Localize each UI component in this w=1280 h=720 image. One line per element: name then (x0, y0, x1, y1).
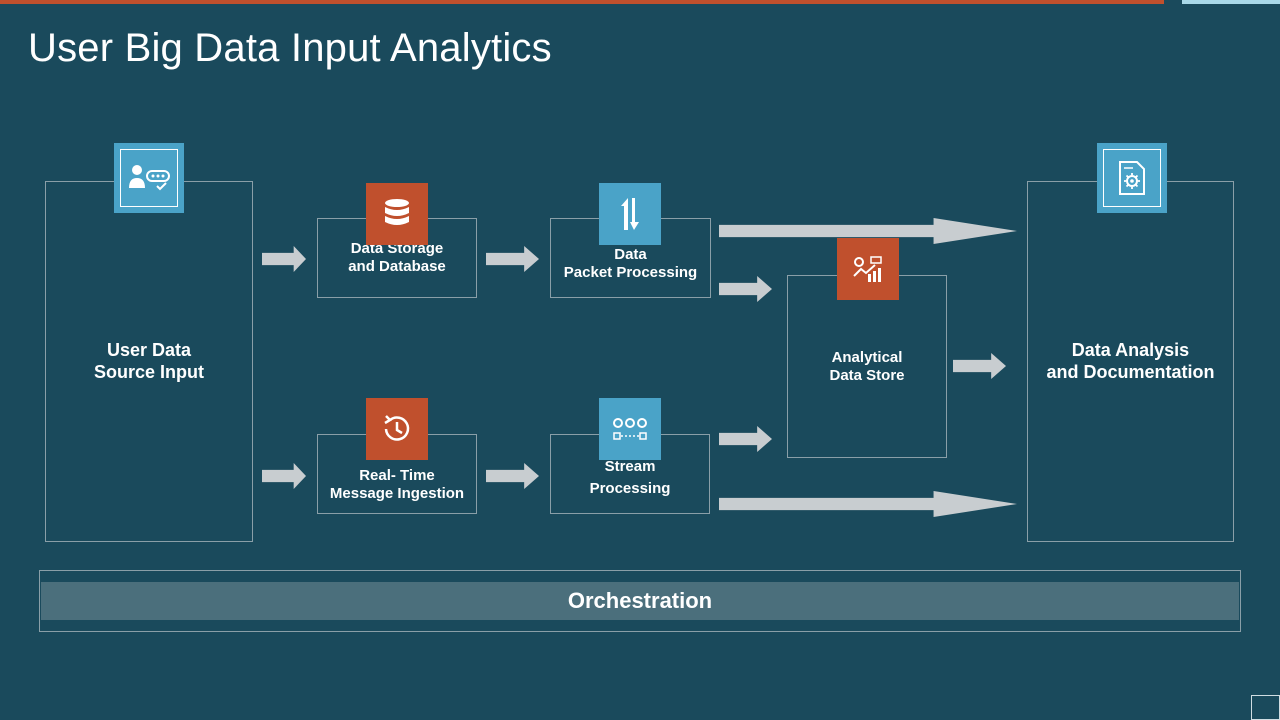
arrow-store-to-analysis (953, 353, 1006, 379)
node-label: Stream Processing (589, 458, 671, 497)
corner-decoration (1251, 695, 1280, 720)
arrow-source-to-storage (262, 246, 306, 272)
database-icon (366, 183, 428, 245)
arrow-storage-to-packet (486, 246, 539, 272)
clock-history-icon (366, 398, 428, 460)
node-label: Analytical Data Store (829, 348, 905, 384)
arrow-ingestion-to-stream (486, 463, 539, 489)
node-analytical-data-store: Analytical Data Store (787, 275, 947, 458)
user-input-icon (114, 143, 184, 213)
node-label: User Data Source Input (93, 340, 204, 382)
arrow-stream-to-store (719, 426, 772, 452)
arrow-source-to-ingestion (262, 463, 306, 489)
transfer-arrows-icon (599, 183, 661, 245)
document-gear-icon (1097, 143, 1167, 213)
stream-nodes-icon (599, 398, 661, 460)
top-accent-bar-light (1182, 0, 1280, 4)
page-title: User Big Data Input Analytics (28, 26, 552, 70)
arrow-packet-to-store (719, 276, 772, 302)
node-packet-processing: Data Packet Processing (550, 218, 711, 298)
analytics-chart-icon (837, 238, 899, 300)
node-label: Data Packet Processing (563, 246, 698, 281)
arrow-stream-to-analysis (719, 491, 1017, 517)
node-label: Data Analysis and Documentation (1046, 340, 1215, 382)
orchestration-label: Orchestration (41, 582, 1239, 620)
orchestration-frame (39, 570, 1241, 632)
node-data-analysis-documentation: Data Analysis and Documentation (1027, 181, 1234, 542)
top-accent-bar (0, 0, 1164, 4)
node-user-data-source: User Data Source Input (45, 181, 253, 542)
node-label: Real- Time Message Ingestion (329, 467, 465, 502)
arrow-packet-to-analysis (719, 218, 1017, 244)
